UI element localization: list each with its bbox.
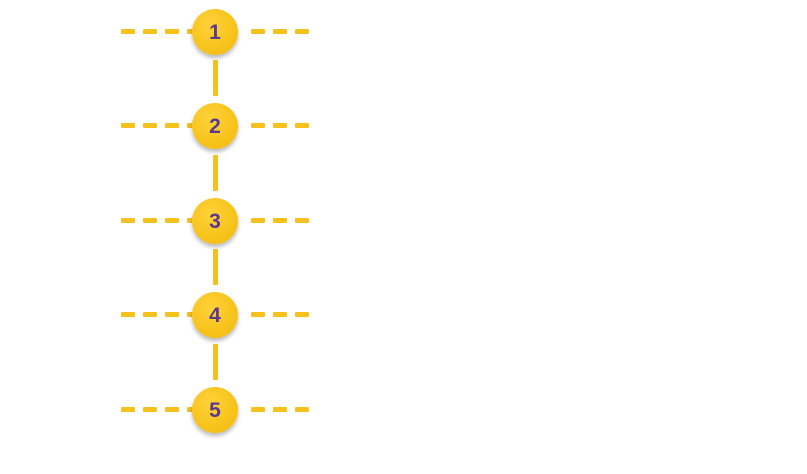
dashed-line-right	[251, 407, 309, 413]
dashed-line-left	[121, 407, 201, 413]
step-marker: 4	[192, 292, 238, 338]
step-marker: 5	[192, 387, 238, 433]
dashed-line-left	[121, 312, 201, 318]
dashed-line-right	[251, 123, 309, 129]
connector-line	[213, 344, 218, 380]
dashed-line-right	[251, 312, 309, 318]
dashed-line-left	[121, 123, 201, 129]
step-number: 2	[209, 114, 221, 138]
dashed-line-left	[121, 29, 201, 35]
dashed-line-right	[251, 218, 309, 224]
step-number: 3	[209, 209, 221, 233]
step-row: 1	[0, 2, 807, 62]
connector-line	[213, 249, 218, 285]
step-row: 3	[0, 191, 807, 251]
dashed-line-left	[121, 218, 201, 224]
step-number: 4	[209, 303, 221, 327]
step-number: 5	[209, 398, 221, 422]
connector-line	[213, 60, 218, 96]
step-row: 5	[0, 380, 807, 440]
dashed-line-right	[251, 29, 309, 35]
connector-line	[213, 155, 218, 191]
step-row: 2	[0, 96, 807, 156]
step-marker: 2	[192, 103, 238, 149]
step-marker: 1	[192, 9, 238, 55]
step-number: 1	[209, 20, 221, 44]
step-marker: 3	[192, 198, 238, 244]
step-row: 4	[0, 285, 807, 345]
